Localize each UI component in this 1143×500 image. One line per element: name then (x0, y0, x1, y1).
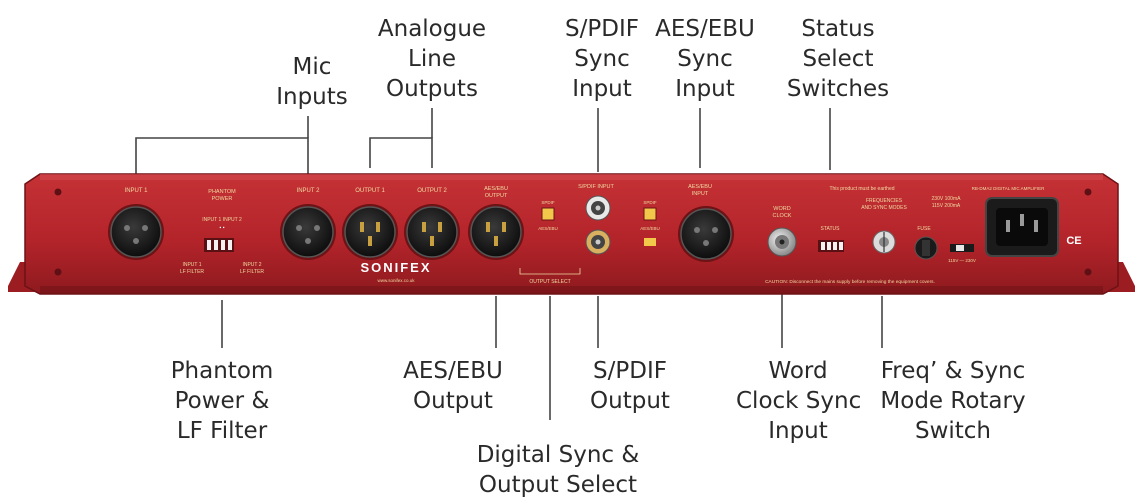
panel-body (24, 173, 1119, 295)
label-mains: 230V 100mA (932, 196, 962, 202)
svg-text:▪ ▪: ▪ ▪ (220, 225, 225, 231)
svg-text:LF FILTER: LF FILTER (180, 269, 204, 275)
leader-mic-inputs (135, 137, 309, 176)
label-lf-filter-1: INPUT 1 (182, 262, 201, 268)
label-status: STATUS (821, 226, 841, 232)
label-fuse: FUSE (917, 226, 931, 232)
label-earthed: This product must be earthed (829, 186, 894, 192)
rca-spdif-output[interactable] (585, 229, 611, 255)
panel-bottom-shadow (40, 286, 1103, 294)
leader-lines-top (135, 108, 831, 176)
callout-aesebu-output: AES/EBU Output (403, 358, 503, 414)
label-aesebu-output: AES/EBU (484, 186, 508, 192)
callout-status-select-switches: Status Select Switches (786, 16, 890, 102)
screw-bottom-left (54, 268, 62, 276)
label-output-1: OUTPUT 1 (355, 188, 385, 194)
label-voltage-select: 115V — 230V (948, 258, 976, 263)
output-select-switch[interactable] (541, 207, 555, 221)
xlr-mic-input-2[interactable] (280, 204, 336, 260)
label-caution: CAUTION: Disconnect the mains supply bef… (765, 279, 935, 285)
label-phantom-inputs: INPUT 1 INPUT 2 (202, 217, 242, 223)
input-select-led (644, 238, 656, 246)
xlr-aesebu-input[interactable] (678, 206, 734, 262)
voltage-selector[interactable] (950, 244, 974, 252)
svg-text:LF FILTER: LF FILTER (240, 269, 264, 275)
svg-text:INPUT: INPUT (692, 191, 709, 197)
callout-mic-inputs: Mic Inputs (276, 54, 348, 110)
fuse-holder[interactable] (914, 236, 938, 260)
callout-spdif-sync-input: S/PDIF Sync Input (565, 16, 639, 102)
rotary-freq-sync-switch[interactable] (872, 230, 896, 254)
leader-lines-bottom (221, 290, 883, 420)
iec-mains-socket[interactable] (985, 197, 1059, 257)
svg-text:AND SYNC MODES: AND SYNC MODES (861, 205, 907, 211)
callout-analogue-line-outputs: Analogue Line Outputs (377, 16, 487, 102)
screw-top-left (54, 188, 62, 196)
brand-logo: SONIFEX (360, 260, 431, 275)
svg-text:CLOCK: CLOCK (773, 213, 792, 219)
rca-spdif-input[interactable] (585, 195, 611, 221)
svg-text:AES/EBU: AES/EBU (640, 226, 660, 231)
label-aesebu-input: AES/EBU (688, 184, 712, 190)
svg-text:POWER: POWER (212, 196, 233, 202)
label-aesebu-small: AES/EBU (538, 226, 558, 231)
callout-freq-sync-mode-rotary-switch: Freq’ & Sync Mode Rotary Switch (880, 358, 1026, 444)
label-output-select: OUTPUT SELECT (529, 279, 570, 285)
label-lf-filter-2: INPUT 2 (242, 262, 261, 268)
callout-word-clock-sync-input: Word Clock Sync Input (736, 358, 862, 444)
label-spdif-input: S/PDIF INPUT (578, 184, 614, 190)
xlr-analogue-output-2[interactable] (404, 204, 460, 260)
svg-text:115V 200mA: 115V 200mA (932, 203, 961, 209)
label-input-2: INPUT 2 (297, 188, 321, 194)
status-dip-switches[interactable] (818, 240, 844, 252)
callout-phantom-power-lf-filter: Phantom Power & LF Filter (170, 358, 274, 444)
label-output-2: OUTPUT 2 (417, 188, 447, 194)
svg-text:OUTPUT: OUTPUT (485, 193, 508, 199)
screw-top-right (1084, 188, 1092, 196)
leader-analogue-outputs (369, 137, 433, 168)
xlr-aesebu-output[interactable] (468, 204, 524, 260)
label-spdif-small: SPDIF (541, 200, 555, 205)
callout-spdif-output: S/PDIF Output (590, 358, 670, 414)
label-word-clock: WORD (773, 206, 790, 212)
label-phantom: PHANTOM (208, 189, 236, 195)
xlr-mic-input-1[interactable] (108, 204, 164, 260)
label-input-1: INPUT 1 (125, 188, 149, 194)
svg-text:SPDIF: SPDIF (643, 200, 657, 205)
label-freq-modes: FREQUENCIES (866, 198, 903, 204)
phantom-lf-dip-switches[interactable] (204, 238, 234, 252)
label-website: www.sonifex.co.uk (377, 278, 415, 283)
callout-aesebu-sync-input: AES/EBU Sync Input (655, 16, 755, 102)
callout-digital-sync-output-select: Digital Sync & Output Select (476, 442, 640, 498)
xlr-analogue-output-1[interactable] (342, 204, 398, 260)
screw-bottom-right (1084, 268, 1092, 276)
ce-mark: CE (1066, 235, 1081, 247)
input-select-switch[interactable] (643, 207, 657, 221)
bnc-word-clock-input[interactable] (767, 227, 797, 257)
label-model: RB-DMA2 DIGITAL MIC AMPLIFIER (972, 186, 1046, 191)
panel-top-highlight (40, 174, 1103, 180)
